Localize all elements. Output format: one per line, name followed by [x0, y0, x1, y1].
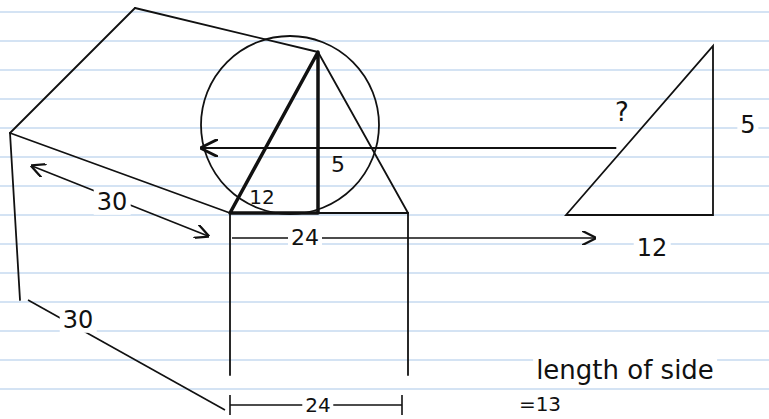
- side-length: 5: [331, 153, 345, 177]
- note-text: =13: [516, 393, 564, 415]
- prism-lines: [10, 8, 408, 375]
- circle-outline: [201, 36, 379, 214]
- side-length: 12: [249, 186, 274, 208]
- triangle-outline: [565, 45, 715, 217]
- dimension-lines: [28, 166, 595, 415]
- side-length: ?: [615, 98, 629, 127]
- dimension-label: 5: [737, 112, 758, 138]
- dimension-label: 24: [302, 394, 333, 416]
- highlight-circle: 12 5: [200, 35, 380, 215]
- pointer-arrow: [202, 147, 616, 149]
- dimension-label: 12: [634, 235, 671, 261]
- dimension-label: 30: [60, 307, 97, 333]
- circle-outline: [200, 35, 380, 215]
- dimension-label: 24: [288, 226, 322, 250]
- note-text: length of side: [533, 356, 717, 385]
- bold-right-triangle: [230, 52, 318, 213]
- triangle-outline: [566, 46, 713, 215]
- dimension-label: 30: [94, 189, 131, 215]
- right-triangle: ?: [565, 45, 715, 217]
- ruled-lines: [0, 12, 769, 389]
